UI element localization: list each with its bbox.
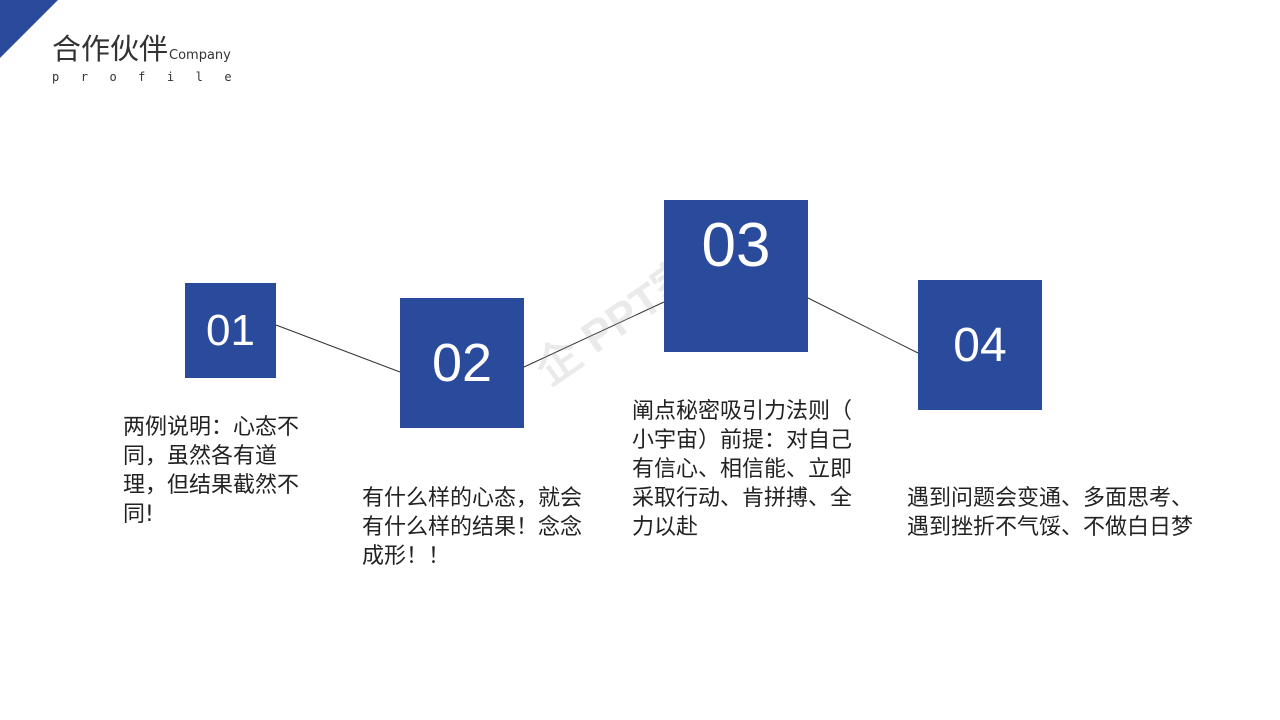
page-title-text: 合作伙伴 [52, 32, 169, 66]
step-text-01: 两例说明：心态不同，虽然各有道理，但结果截然不同! [123, 415, 300, 527]
connector-line-2 [523, 301, 665, 368]
page-title: 合作伙伴Company [52, 32, 231, 73]
step-text-02: 有什么样的心态，就会有什么样的结果！念念成形！！ [362, 486, 583, 569]
step-box-04: 04 [918, 280, 1042, 410]
step-box-02: 02 [400, 298, 524, 428]
step-text-03: 阐点秘密吸引力法则（ 小宇宙）前提：对自己有信心、相信能、立即采取行动、肯拼搏、… [632, 399, 853, 540]
step-box-01: 01 [185, 283, 276, 378]
page-title-suffix: Company [169, 48, 231, 63]
step-box-03: 03 [664, 200, 808, 352]
connector-line-3 [807, 297, 919, 354]
page-subtitle: profile [52, 70, 254, 84]
connector-line-1 [275, 324, 401, 373]
step-text-04: 遇到问题会变通、多面思考、遇到挫折不气馁、不做白日梦 [907, 486, 1194, 540]
